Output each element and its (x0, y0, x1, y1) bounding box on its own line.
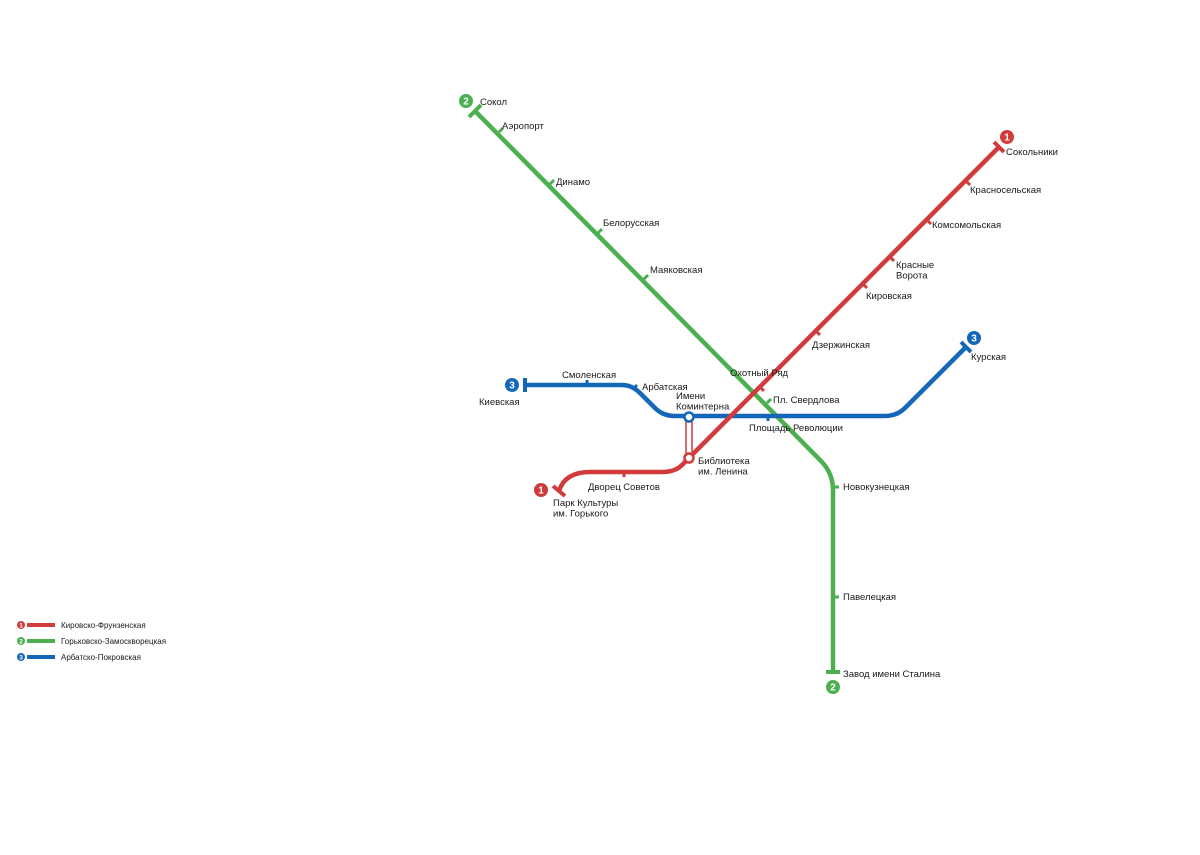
svg-text:1: 1 (19, 622, 23, 629)
station-label-novokuznetskaya[interactable]: Новокузнецкая (843, 482, 910, 493)
station-label-arbatskaya[interactable]: Арбатская (642, 382, 688, 393)
line-3-track (525, 345, 968, 419)
station-label-belorusskaya[interactable]: Белорусская (603, 218, 659, 229)
svg-text:2: 2 (463, 97, 469, 108)
legend-item-line-1: 1 Кировско-Фрунзенская (17, 621, 146, 630)
svg-text:3: 3 (509, 381, 515, 392)
legend: 1 Кировско-Фрунзенская 2 Горьковско-Замо… (17, 621, 166, 662)
station-label-okhotny-ryad[interactable]: Охотный Ряд (730, 368, 789, 379)
station-tick-dzerzhinskaya (814, 329, 822, 337)
station-tick-aeroport (497, 126, 505, 134)
station-tick-belorusskaya (596, 227, 604, 235)
station-label-park-kultury[interactable]: Парк Культуры им. Горького (553, 498, 621, 520)
station-label-dvorets-sovetov[interactable]: Дворец Советов (588, 482, 660, 493)
line-badge-3-east: 3 (967, 331, 981, 345)
svg-text:1: 1 (538, 486, 544, 497)
station-label-mayakovskaya[interactable]: Маяковская (650, 265, 702, 276)
line-2-track (473, 109, 836, 672)
station-tick-krasnoselskaya (964, 179, 972, 187)
station-label-aeroport[interactable]: Аэропорт (502, 121, 544, 132)
station-tick-arbatskaya (631, 383, 639, 391)
transfer-link (685, 419, 693, 456)
interchange-biblioteka-kominterna (683, 411, 695, 464)
station-label-zavod-stalina[interactable]: Завод имени Сталина (843, 669, 941, 680)
station-tick-dinamo (548, 178, 556, 186)
station-label-dzerzhinskaya[interactable]: Дзержинская (812, 340, 870, 351)
line-badge-1-north: 1 (1000, 130, 1014, 144)
legend-label-line-2: Горьковско-Замоскворецкая (61, 637, 166, 646)
station-label-pl-sverdlova[interactable]: Пл. Свердлова (773, 395, 840, 406)
line-badge-1-south: 1 (534, 483, 548, 497)
station-label-dinamo[interactable]: Динамо (556, 177, 590, 188)
line-2-terminus-north (467, 103, 483, 119)
station-label-krasnye-vorota[interactable]: Красные Ворота (896, 260, 937, 282)
station-label-kominterna[interactable]: Имени Коминтерна (676, 391, 730, 413)
station-tick-mayakovskaya (642, 273, 650, 281)
line-3-blue (523, 340, 973, 421)
station-label-kurskaya[interactable]: Курская (971, 352, 1006, 363)
station-tick-pl-sverdlova (765, 397, 773, 405)
station-label-krasnoselskaya[interactable]: Красносельская (970, 185, 1041, 196)
line-badge-3-west: 3 (505, 378, 519, 392)
legend-label-line-1: Кировско-Фрунзенская (61, 621, 146, 630)
svg-text:2: 2 (830, 683, 836, 694)
station-tick-krasnye-vorota (888, 255, 896, 263)
station-label-kievskaya[interactable]: Киевская (479, 397, 520, 408)
line-3-terminus-east (959, 340, 973, 354)
legend-item-line-3: 3 Арбатско-Покровская (17, 653, 141, 662)
station-label-smolenskaya[interactable]: Смоленская (562, 370, 616, 381)
legend-label-line-3: Арбатско-Покровская (61, 653, 141, 662)
station-label-sokol[interactable]: Сокол (480, 97, 507, 108)
line-1-terminus-north (992, 140, 1006, 154)
svg-text:2: 2 (19, 638, 23, 645)
station-circle-kominterna[interactable] (683, 411, 695, 423)
svg-text:3: 3 (971, 334, 977, 345)
station-label-biblioteka[interactable]: Библиотека им. Ленина (698, 456, 752, 478)
svg-text:1: 1 (1004, 133, 1010, 144)
line-1-track (556, 145, 1001, 492)
legend-item-line-2: 2 Горьковско-Замоскворецкая (17, 637, 166, 646)
station-label-paveletskaya[interactable]: Павелецкая (843, 592, 896, 603)
station-tick-okhotny-ryad (758, 385, 766, 393)
line-badge-2-north: 2 (459, 94, 473, 108)
station-circle-biblioteka[interactable] (683, 452, 695, 464)
line-1-red (551, 140, 1006, 498)
station-label-komsomolskaya[interactable]: Комсомольская (932, 220, 1001, 231)
station-tick-komsomolskaya (925, 218, 933, 226)
svg-text:3: 3 (19, 654, 23, 661)
station-label-kirovskaya[interactable]: Кировская (866, 291, 912, 302)
station-label-pl-revolyutsii[interactable]: Площадь Революции (749, 423, 843, 434)
station-tick-kirovskaya (861, 282, 869, 290)
line-badge-2-south: 2 (826, 680, 840, 694)
line-2-green (467, 103, 840, 674)
line-1-terminus-south (551, 484, 567, 498)
station-label-sokolniki[interactable]: Сокольники (1006, 147, 1058, 158)
